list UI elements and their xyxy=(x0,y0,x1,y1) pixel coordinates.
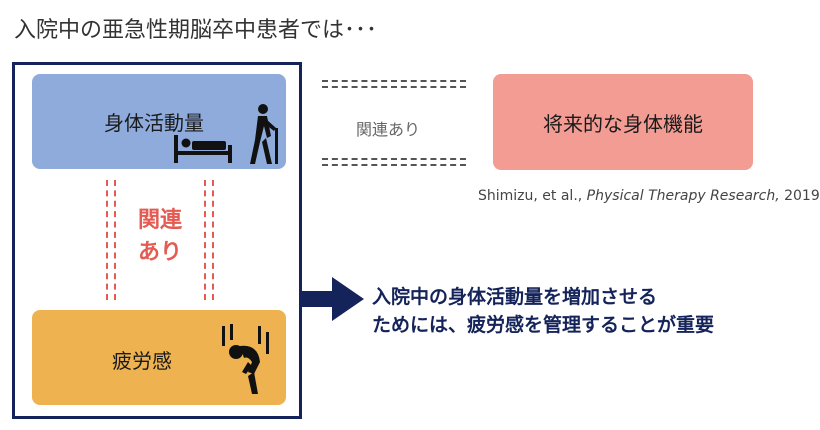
fatigued-person-icon xyxy=(222,324,269,394)
vertical-relation-label-line1: 関連 xyxy=(137,208,182,233)
horizontal-dash-bottom-2 xyxy=(322,164,466,166)
vertical-relation-label: 関連 あり xyxy=(128,205,192,269)
horizontal-dash-bottom-1 xyxy=(322,158,466,160)
horizontal-dash-top-2 xyxy=(322,86,466,88)
citation-authors: Shimizu, et al., xyxy=(478,188,587,204)
fatigue-box: 疲労感 xyxy=(32,310,286,405)
vertical-relation-label-line2: あり xyxy=(137,240,182,265)
in-hospital-frame xyxy=(12,62,302,419)
physical-activity-box: 身体活動量 xyxy=(32,74,286,169)
fatigue-label: 疲労感 xyxy=(112,349,172,373)
future-function-label: 将来的な身体機能 xyxy=(543,111,703,136)
horizontal-relation-label: 関連あり xyxy=(356,120,421,139)
conclusion-line2: ためには、疲労感を管理することが重要 xyxy=(372,314,715,336)
bed-patient-icon xyxy=(174,135,232,163)
citation-journal: Physical Therapy Research, xyxy=(586,188,780,204)
right-arrow-icon xyxy=(302,277,364,321)
relation-line-right xyxy=(204,180,206,300)
citation-year: 2019 xyxy=(779,188,820,204)
conclusion-line1: 入院中の身体活動量を増加させる xyxy=(372,286,658,308)
citation: Shimizu, et al., Physical Therapy Resear… xyxy=(478,188,820,204)
conclusion-text: 入院中の身体活動量を増加させる ためには、疲労感を管理することが重要 xyxy=(372,283,714,339)
relation-line-right-inner xyxy=(212,180,214,300)
physical-activity-label: 身体活動量 xyxy=(104,111,204,135)
walking-elder-icon xyxy=(250,104,278,164)
relation-line-left xyxy=(106,180,108,300)
page-title: 入院中の亜急性期脳卒中患者では･･･ xyxy=(14,18,378,43)
future-function-box: 将来的な身体機能 xyxy=(493,74,753,170)
relation-line-left-inner xyxy=(114,180,116,300)
horizontal-dash-top-1 xyxy=(322,80,466,82)
